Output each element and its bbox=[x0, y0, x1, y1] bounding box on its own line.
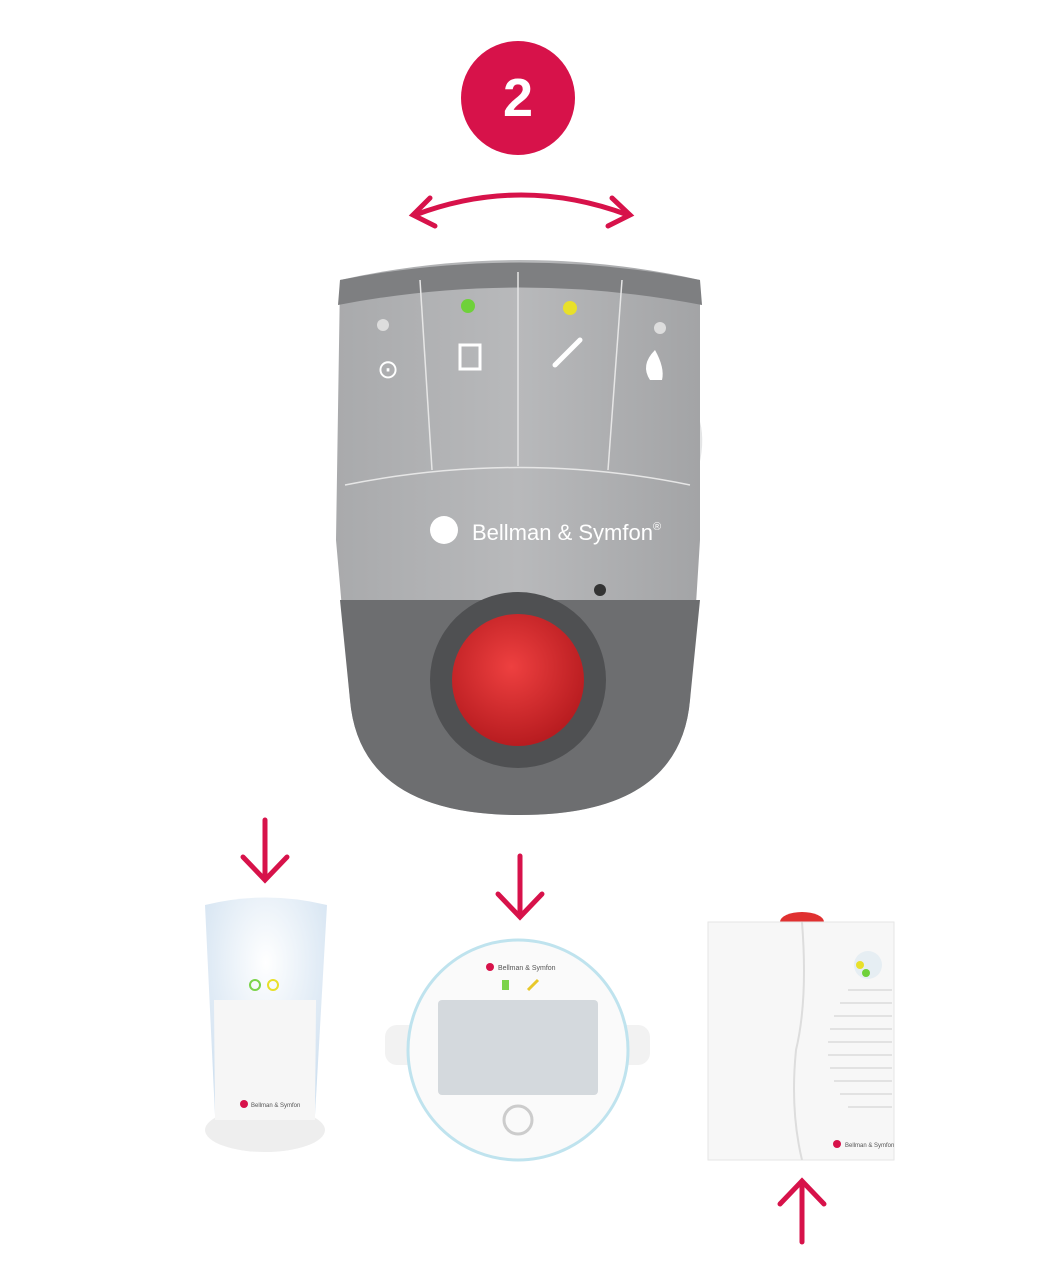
led-yellow bbox=[563, 301, 577, 315]
led-green bbox=[461, 299, 475, 313]
arrow-up-icon bbox=[777, 1177, 827, 1245]
fire-icon bbox=[646, 350, 663, 380]
step-number-badge: 2 bbox=[461, 41, 575, 155]
brand-logo bbox=[430, 516, 458, 544]
svg-text:Bellman & Symfon: Bellman & Symfon bbox=[845, 1143, 894, 1149]
receiver-button[interactable] bbox=[502, 1104, 534, 1136]
flash-lamp-receiver: Bellman & Symfon bbox=[205, 897, 327, 1152]
svg-text:Bellman & Symfon: Bellman & Symfon bbox=[498, 965, 556, 972]
arrow-down-icon bbox=[495, 853, 545, 921]
main-transmitter-device: ⊙ Bellman & Symfon® bbox=[336, 260, 703, 815]
pacifier-icon: ⊙ bbox=[377, 354, 399, 384]
rotate-arrow-icon bbox=[408, 192, 635, 229]
display-receiver: Bellman & Symfon bbox=[385, 938, 650, 1162]
svg-text:Bellman & Symfon: Bellman & Symfon bbox=[251, 1103, 300, 1109]
arrow-down-icon bbox=[240, 817, 290, 884]
brand-name: Bellman & Symfon® bbox=[472, 520, 661, 545]
phone-icon bbox=[552, 337, 583, 368]
door-icon bbox=[458, 343, 482, 371]
alarm-button[interactable] bbox=[452, 614, 584, 746]
flash-box-receiver: Bellman & Symfon bbox=[707, 912, 895, 1161]
